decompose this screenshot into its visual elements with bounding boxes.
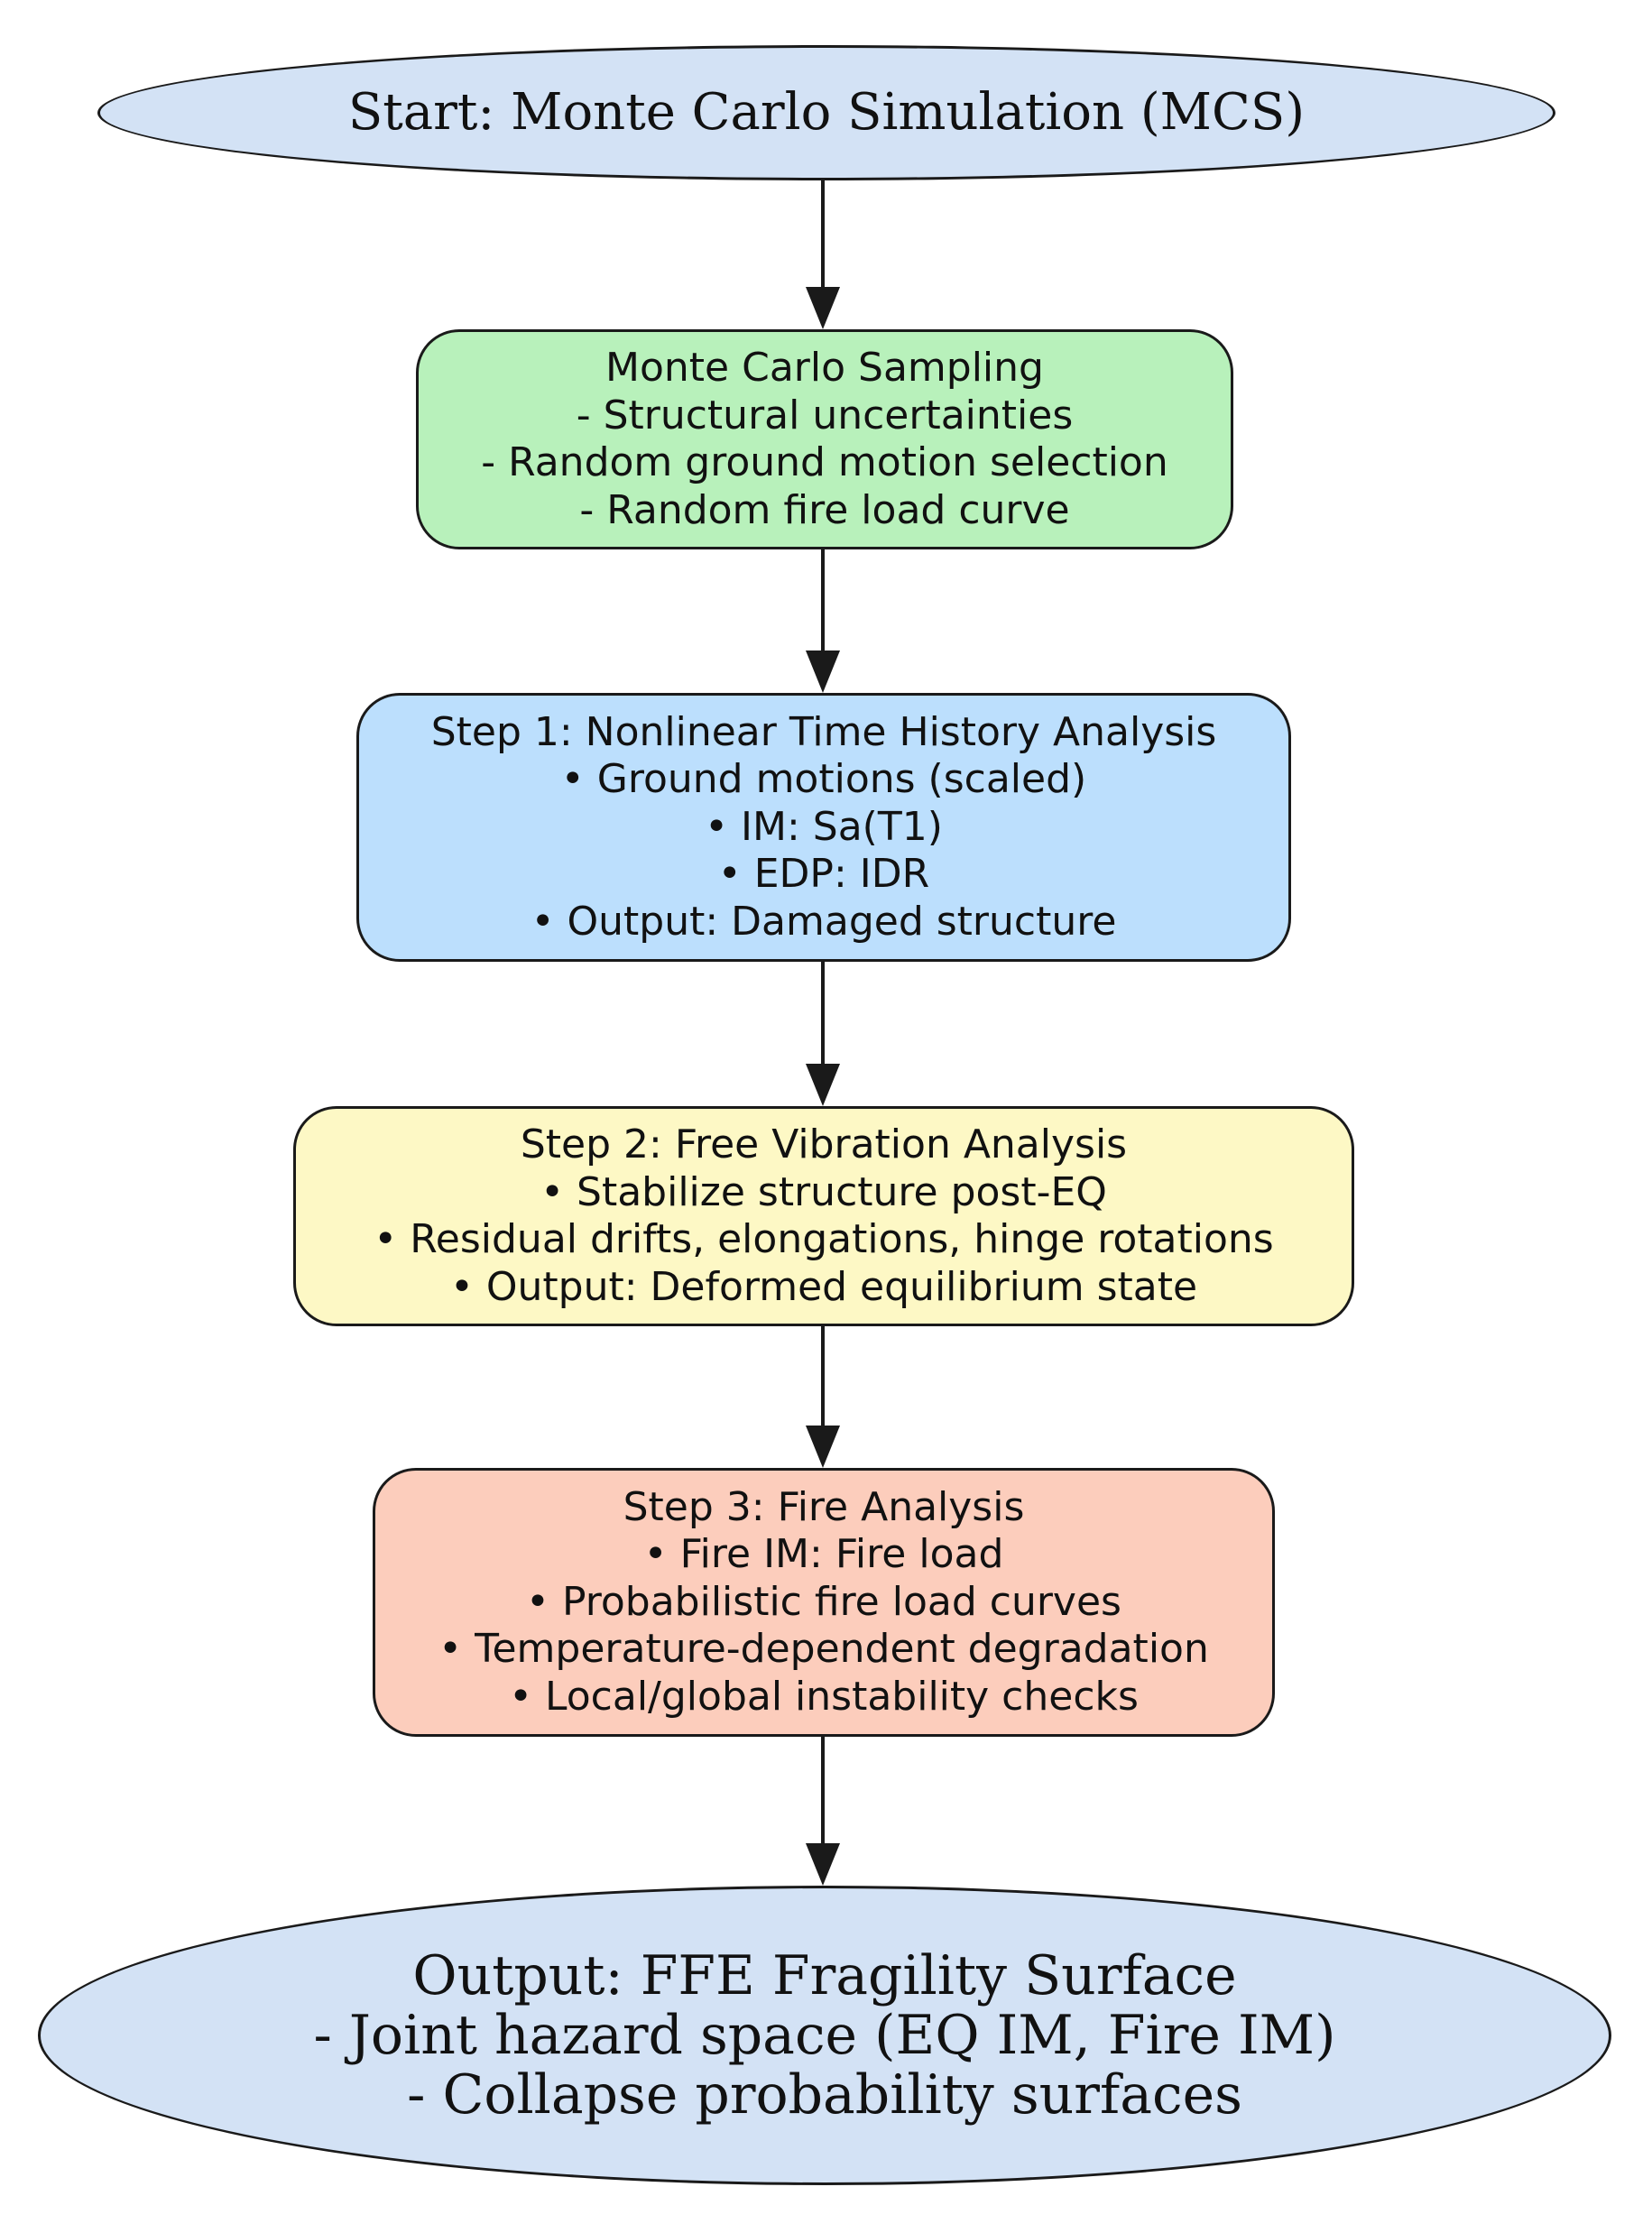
step3-node-item: • Temperature-dependent degradation (438, 1626, 1209, 1673)
step3-node-item: • Fire IM: Fire load (643, 1531, 1004, 1578)
start-node: Start: Monte Carlo Simulation (MCS) (97, 45, 1555, 180)
output-fragility-surface-node: Output: FFE Fragility Surface - Joint ha… (38, 1886, 1611, 2185)
monte-carlo-sampling-node: Monte Carlo Sampling - Structural uncert… (416, 329, 1233, 549)
sampling-node-item: - Random ground motion selection (481, 439, 1168, 485)
output-node-item: - Joint hazard space (EQ IM, Fire IM) (313, 2004, 1336, 2067)
edge-step3-to-output (806, 1737, 840, 1886)
step2-node-item: • Output: Deformed equilibrium state (449, 1263, 1198, 1310)
step1-node-item: • IM: Sa(T1) (705, 803, 943, 850)
start-node-line: Start: Monte Carlo Simulation (MCS) (347, 83, 1306, 142)
step3-node-item: • Local/global instability checks (509, 1673, 1139, 1720)
step3-node-item: • Probabilistic fire load curves (526, 1578, 1121, 1625)
output-node-title: Output: FFE Fragility Surface (412, 1944, 1237, 2007)
sampling-node-item: - Random fire load curve (579, 486, 1070, 533)
edge-sampling-to-step1 (806, 549, 840, 693)
edge-start-to-sampling-arrowhead (806, 287, 840, 329)
edge-step3-to-output-arrowhead (806, 1843, 840, 1886)
edge-start-to-sampling (806, 180, 840, 329)
sampling-node-item: - Structural uncertainties (576, 392, 1074, 438)
output-node-item: - Collapse probability surfaces (407, 2063, 1242, 2127)
edge-sampling-to-step1-arrowhead (806, 651, 840, 693)
edge-step2-to-step3 (806, 1326, 840, 1468)
step1-node-item: • EDP: IDR (717, 851, 930, 898)
edge-step2-to-step3-arrowhead (806, 1426, 840, 1468)
step2-node-title: Step 2: Free Vibration Analysis (520, 1121, 1128, 1167)
step2-node-item: • Residual drifts, elongations, hinge ro… (374, 1216, 1274, 1262)
edge-step1-to-step2 (806, 962, 840, 1106)
step2-free-vibration-node: Step 2: Free Vibration Analysis • Stabil… (293, 1106, 1354, 1326)
step3-fire-analysis-node: Step 3: Fire Analysis • Fire IM: Fire lo… (373, 1468, 1275, 1737)
step1-node-title: Step 1: Nonlinear Time History Analysis (430, 708, 1217, 755)
step1-node-item: • Ground motions (scaled) (560, 756, 1087, 803)
step3-node-title: Step 3: Fire Analysis (623, 1483, 1025, 1530)
step1-node-item: • Output: Damaged structure (531, 898, 1117, 945)
edge-step1-to-step2-arrowhead (806, 1064, 840, 1106)
sampling-node-title: Monte Carlo Sampling (605, 345, 1044, 391)
step1-nonlinear-analysis-node: Step 1: Nonlinear Time History Analysis … (356, 693, 1291, 962)
step2-node-item: • Stabilize structure post-EQ (540, 1168, 1107, 1215)
